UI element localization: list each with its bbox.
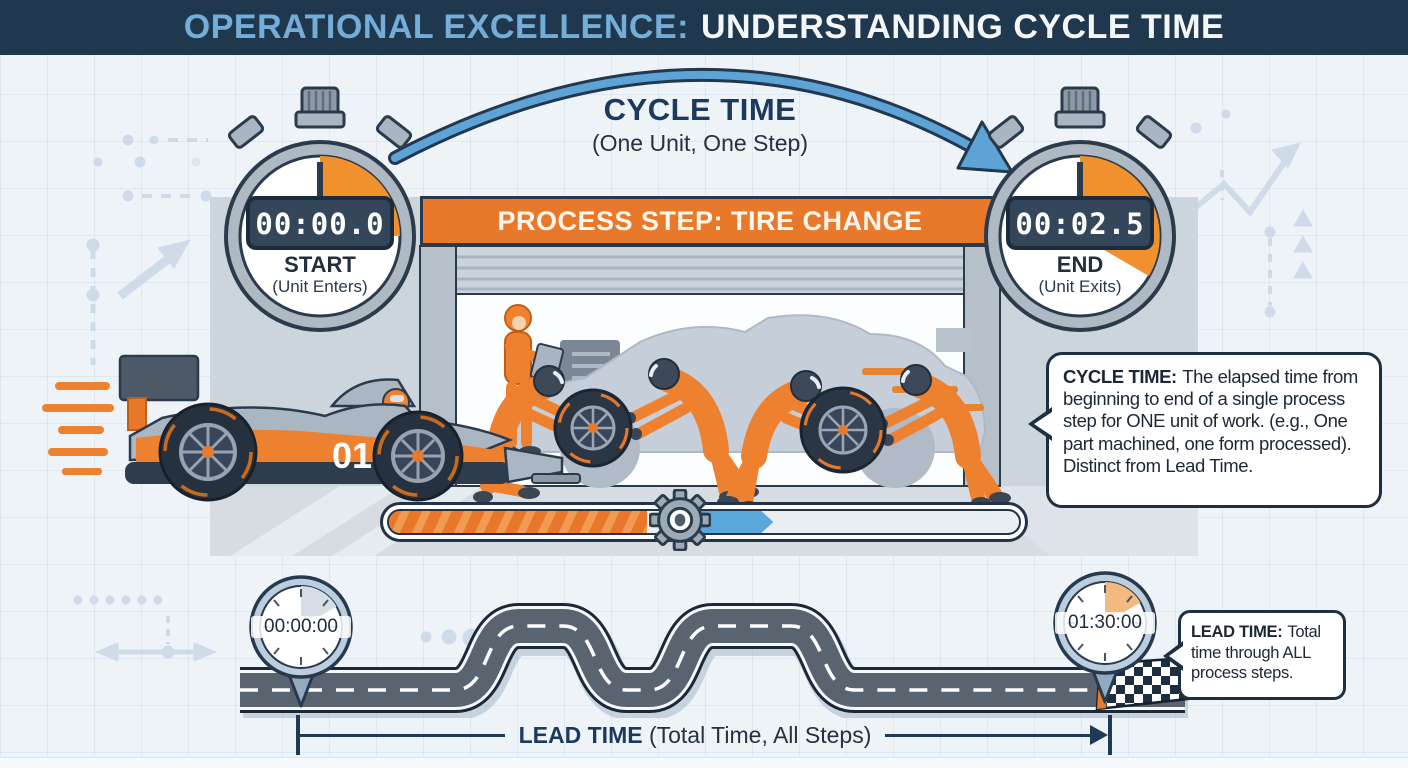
- rear-wheel: [158, 402, 258, 502]
- dimension-suffix: (Total Time, All Steps): [648, 721, 872, 748]
- race-car: 01: [42, 354, 581, 502]
- clock-pin-icon: [249, 575, 353, 708]
- spare-tire-2: [799, 386, 887, 474]
- speed-lines: [42, 382, 114, 475]
- header-bar: OPERATIONAL EXCELLENCE: UNDERSTANDING CYC…: [0, 0, 1408, 55]
- dimension-line-right: [885, 733, 1091, 737]
- end-stopwatch: 00:02.5 END (Unit Exits): [972, 84, 1188, 336]
- lead-time-dimension-label: LEAD TIME (Total Time, All Steps): [505, 722, 886, 749]
- start-label: START: [284, 252, 356, 277]
- lead-time-road: [240, 603, 1200, 718]
- cycle-callout-term: CYCLE TIME:: [1063, 366, 1177, 387]
- clock-pin-icon: [1053, 571, 1157, 704]
- dimension-end-tick: [1108, 715, 1113, 755]
- cycle-time-subtitle: (One Unit, One Step): [591, 130, 809, 156]
- bottom-strip: [0, 757, 1408, 768]
- header-title-main: UNDERSTANDING CYCLE TIME: [700, 8, 1225, 46]
- lead-end-time: 01:30:00: [1055, 612, 1155, 634]
- header-title-accent: OPERATIONAL EXCELLENCE:: [183, 8, 689, 46]
- dimension-term: LEAD TIME: [518, 721, 643, 748]
- cycle-time-title: CYCLE TIME: [603, 92, 797, 127]
- lead-time-callout: LEAD TIME: Total time through ALL proces…: [1163, 610, 1346, 700]
- dimension-line-left: [300, 733, 505, 737]
- lead-start-time: 00:00:00: [251, 616, 351, 638]
- stopwatch-icon: [984, 86, 1176, 332]
- end-sublabel: (Unit Exits): [1038, 277, 1122, 296]
- end-time-display: 00:02.5: [1015, 207, 1145, 241]
- front-wheel: [372, 410, 464, 502]
- process-step-banner: PROCESS STEP: TIRE CHANGE: [420, 196, 1000, 246]
- dimension-start-tick: [296, 715, 300, 755]
- process-step-label: PROCESS STEP: TIRE CHANGE: [497, 205, 923, 236]
- stopwatch-icon: [224, 86, 416, 332]
- lead-time-dimension: LEAD TIME (Total Time, All Steps): [296, 712, 1113, 758]
- callout-tail: [1028, 407, 1052, 441]
- lead-end-clock: 01:30:00: [1050, 566, 1160, 708]
- cycle-time-arc-label: CYCLE TIME (One Unit, One Step): [540, 92, 860, 157]
- spare-tire-1: [553, 388, 633, 468]
- lead-callout-term: LEAD TIME:: [1191, 623, 1283, 641]
- callout-tail: [1163, 641, 1183, 671]
- end-label: END: [1056, 252, 1104, 277]
- lead-callout-body: Total time through ALL process steps.: [1191, 623, 1321, 683]
- start-stopwatch: 00:00.0 START (Unit Enters): [212, 84, 428, 336]
- lead-start-clock: 00:00:00: [246, 570, 356, 712]
- start-sublabel: (Unit Enters): [272, 277, 368, 296]
- cycle-time-callout: CYCLE TIME: The elapsed time from beginn…: [1028, 352, 1382, 508]
- start-time-display: 00:00.0: [255, 207, 385, 241]
- process-progress-bar: [380, 489, 1028, 551]
- dimension-arrowhead: [1090, 725, 1109, 745]
- crew-member-leaning-left: [624, 358, 759, 503]
- gear-icon: [648, 489, 711, 551]
- car-number: 01: [332, 435, 372, 476]
- progress-fill-striped: [389, 511, 648, 533]
- crew-member-leaning-left-2: [876, 364, 1011, 509]
- cycle-callout-body: The elapsed time from beginning to end o…: [1063, 366, 1358, 476]
